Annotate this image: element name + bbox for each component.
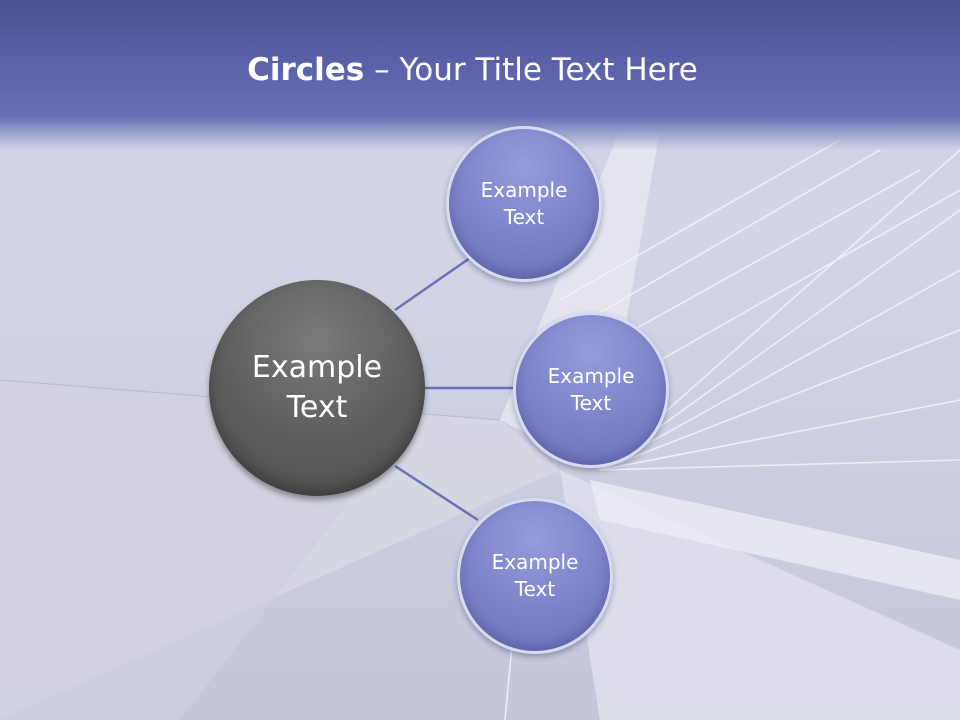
center-circle-label: Example Text bbox=[251, 349, 383, 426]
satellite-circle-bottom: Example Text bbox=[457, 498, 613, 654]
satellite-circle-bottom-label: Example Text bbox=[491, 550, 579, 601]
connector-center-to-top bbox=[394, 256, 471, 312]
title-rest-part: – Your Title Text Here bbox=[364, 52, 698, 88]
title-band bbox=[0, 0, 960, 150]
connector-center-to-bottom bbox=[394, 464, 479, 522]
title-bold-part: Circles bbox=[247, 52, 365, 88]
center-circle: Example Text bbox=[209, 280, 425, 496]
slide-title: Circles – Your Title Text Here bbox=[0, 52, 945, 88]
satellite-circle-top: Example Text bbox=[446, 126, 602, 282]
satellite-circle-middle-label: Example Text bbox=[547, 364, 635, 415]
satellite-circle-middle: Example Text bbox=[513, 312, 669, 468]
satellite-circle-top-label: Example Text bbox=[480, 178, 568, 229]
